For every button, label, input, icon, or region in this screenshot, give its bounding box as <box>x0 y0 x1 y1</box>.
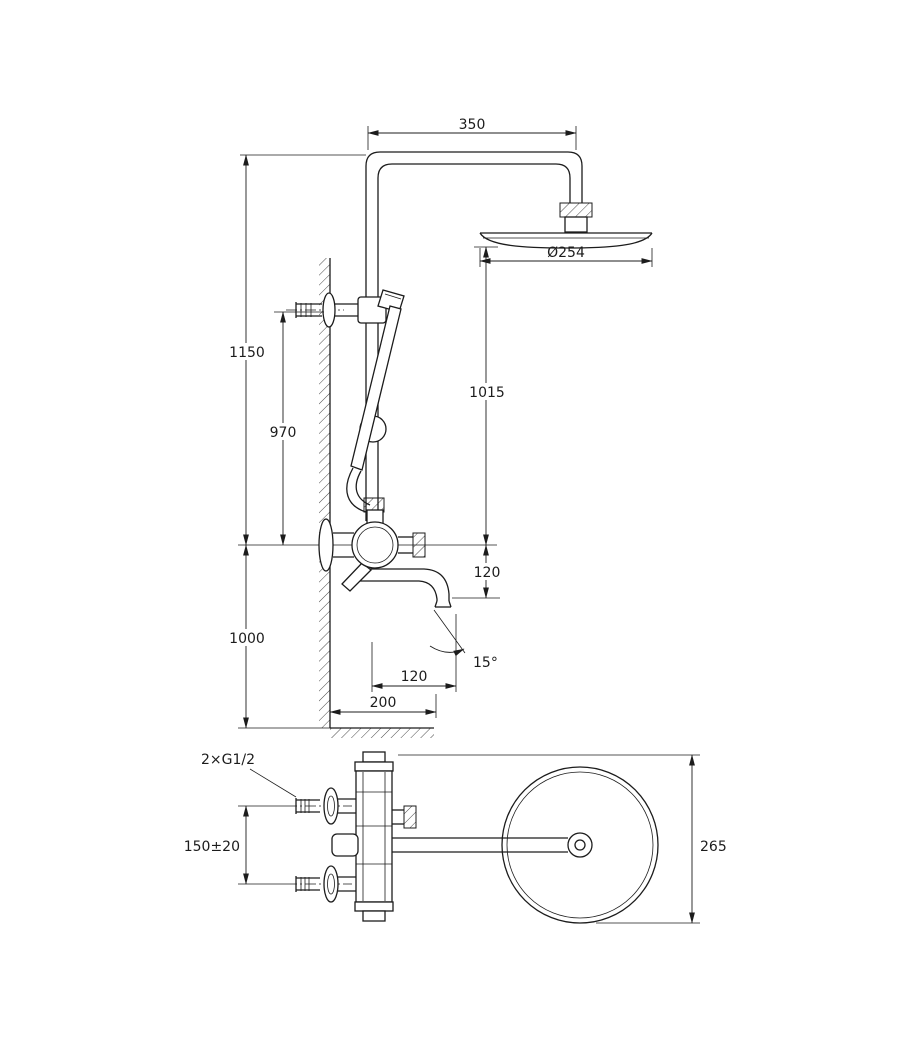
inlet-port-upper <box>238 787 356 825</box>
dim-install-height: 1000 <box>227 544 267 729</box>
hand-shower-wand <box>350 305 402 471</box>
inlet-port-lower <box>238 865 356 903</box>
mixer-body <box>318 497 452 608</box>
thread-callout-label: 2×G1/2 <box>201 752 255 768</box>
head-connector-nut <box>559 202 593 218</box>
dim-height-hand-shower-label: 970 <box>270 425 297 441</box>
overhead-shower-plan <box>392 766 659 924</box>
hand-shower-hose <box>346 467 367 513</box>
diverter-knob <box>412 532 426 558</box>
wall <box>238 258 434 738</box>
dim-wall-to-spout: 200 <box>329 694 437 718</box>
dim-height-total-label: 1150 <box>229 345 265 361</box>
hand-shower <box>346 289 405 513</box>
head-connector-neck <box>564 216 588 233</box>
dim-height-total: 1150 <box>227 154 366 546</box>
dim-spout-drop: 120 <box>452 544 505 599</box>
dim-depth: 265 <box>398 754 727 924</box>
dim-head-diameter-label: Ø254 <box>547 245 585 261</box>
dim-inlet-spacing-label: 150±20 <box>184 839 240 855</box>
dim-spout-reach-label: 120 <box>401 669 428 685</box>
mixer-cartridge <box>351 521 399 569</box>
dim-spout-drop-label: 120 <box>474 565 501 581</box>
plan-view: 2×G1/2 150±20 265 <box>184 751 727 924</box>
diverter-knob-plan <box>403 805 417 829</box>
shower-column <box>365 151 583 521</box>
dim-head-to-spout-label: 1015 <box>469 385 505 401</box>
mixer-handle <box>341 562 372 592</box>
thread-callout: 2×G1/2 <box>201 752 297 798</box>
port-flange <box>323 787 339 825</box>
tub-spout <box>360 568 452 608</box>
arm-hub <box>567 832 593 858</box>
dim-depth-label: 265 <box>700 839 727 855</box>
dim-spout-angle-label: 15° <box>473 655 498 671</box>
hand-shower-holder <box>286 292 387 328</box>
front-view: 15° 350 Ø254 1150 970 <box>227 117 653 738</box>
dim-install-height-label: 1000 <box>229 631 265 647</box>
holder-wall-flange <box>322 292 336 328</box>
mixer-wall-flange <box>318 518 334 572</box>
dim-height-hand-shower: 970 <box>264 311 324 546</box>
dim-head-to-spout: 1015 <box>467 246 507 546</box>
dim-arm-width: 350 <box>367 117 577 150</box>
floor-hatching <box>330 728 434 738</box>
dim-arm-width-label: 350 <box>459 117 486 133</box>
dim-spout-angle: 15° <box>429 609 498 671</box>
dim-spout-reach: 120 <box>371 614 457 692</box>
dim-head-diameter: Ø254 <box>479 245 653 267</box>
dim-inlet-spacing: 150±20 <box>184 805 249 885</box>
dim-wall-to-spout-label: 200 <box>370 695 397 711</box>
port-flange <box>323 865 339 903</box>
shower-head <box>479 202 653 249</box>
wall-hatching <box>319 258 330 728</box>
valve-body-plan <box>331 751 417 922</box>
handle-plan <box>331 833 359 857</box>
